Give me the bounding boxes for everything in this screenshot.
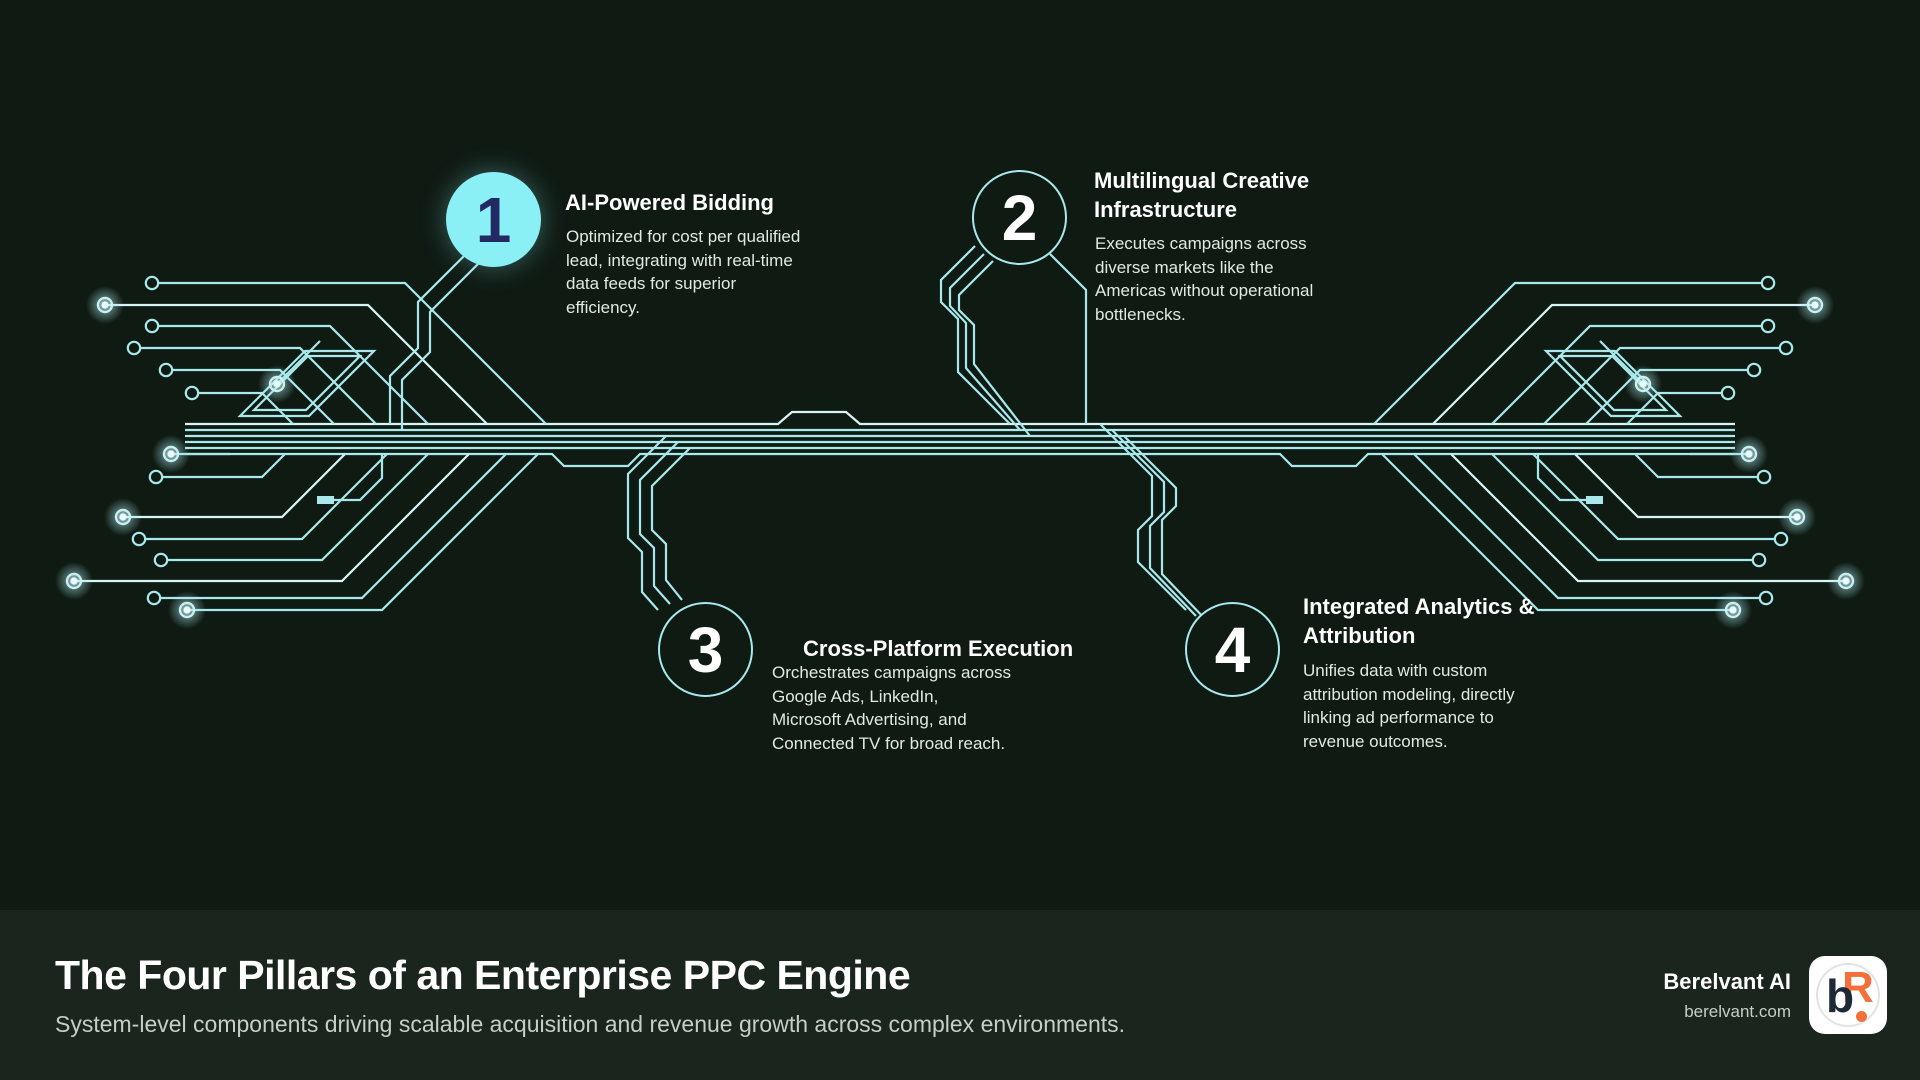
logo-monogram-b: b: [1826, 970, 1855, 1022]
pillar-2-number: 2: [1001, 181, 1038, 254]
logo-ring-icon: [1816, 963, 1880, 1027]
main-title: The Four Pillars of an Enterprise PPC En…: [55, 952, 911, 998]
pillar-3-title: Cross-Platform Execution: [803, 636, 1074, 661]
pillar-4-number-badge: 4: [1185, 602, 1280, 697]
pillar-3-number: 3: [687, 613, 724, 686]
pillar-2-description: Executes campaigns across diverse market…: [1095, 234, 1314, 324]
subtitle: System-level components driving scalable…: [55, 1011, 1126, 1037]
pillar-4-title: Integrated Analytics & Attribution: [1303, 594, 1535, 648]
pillar-2-title: Multilingual Creative Infrastructure: [1094, 168, 1310, 222]
pillar-4-number: 4: [1214, 613, 1251, 686]
brand-logo: R b: [1809, 956, 1887, 1034]
footer-band: The Four Pillars of an Enterprise PPC En…: [0, 910, 1920, 1080]
pillar-4-description: Unifies data with custom attribution mod…: [1303, 661, 1515, 751]
pillar-3-description: Orchestrates campaigns across Google Ads…: [772, 663, 1012, 753]
pillar-1-description: Optimized for cost per qualified lead, i…: [566, 227, 801, 317]
brand-block: Berelvant AI berelvant.com R b: [1663, 956, 1887, 1034]
brand-url: berelvant.com: [1684, 1001, 1791, 1021]
logo-monogram-r: R: [1842, 963, 1874, 1012]
pillar-1-title: AI-Powered Bidding: [565, 190, 774, 215]
logo-dot-icon: [1856, 1011, 1867, 1022]
pillar-1-number-badge: 1: [446, 172, 541, 267]
pillar-1-number: 1: [475, 183, 512, 256]
footer-text-block: The Four Pillars of an Enterprise PPC En…: [55, 952, 1125, 1038]
pillar-3-number-badge: 3: [658, 602, 753, 697]
brand-name: Berelvant AI: [1663, 968, 1791, 994]
pillar-2-number-badge: 2: [972, 170, 1067, 265]
